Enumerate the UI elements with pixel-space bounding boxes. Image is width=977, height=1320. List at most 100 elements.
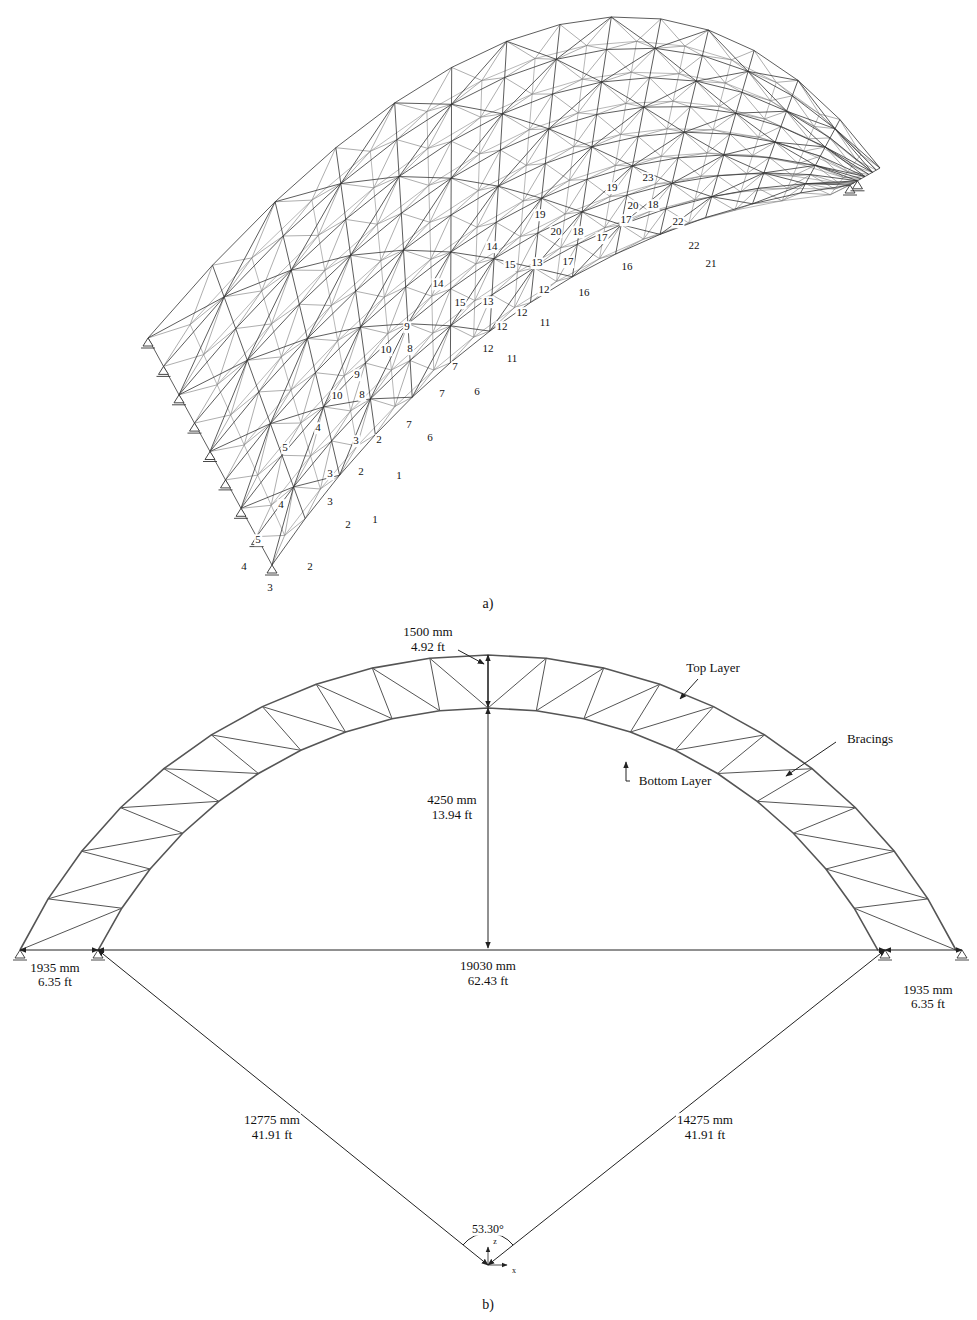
bracing-member (401, 213, 430, 222)
top-member (712, 176, 718, 197)
bracing-member (231, 392, 259, 415)
top-member (602, 50, 607, 83)
bracing-member (291, 235, 318, 270)
top-diagonal (399, 177, 451, 179)
member-group-number: 17 (620, 214, 633, 226)
top-member (259, 339, 308, 392)
top-member (696, 56, 702, 82)
top-member (672, 158, 678, 184)
member-group-number: 22 (688, 240, 701, 252)
bottom-member (281, 306, 331, 357)
bracing-member (430, 658, 488, 708)
top-member (210, 392, 259, 452)
bracing-member (451, 227, 477, 252)
bracing-member (452, 67, 482, 80)
top-diagonal (294, 407, 324, 487)
dimension-label: 62.43 ft (467, 974, 509, 988)
support-symbol (143, 338, 153, 346)
bracing-member (731, 51, 754, 60)
top-member (850, 183, 854, 185)
bracing-member (164, 355, 204, 367)
bracing-member (776, 80, 798, 82)
support-base (234, 518, 248, 519)
bottom-member (481, 94, 533, 117)
top-member (500, 129, 549, 150)
dimension-label: 6.35 ft (37, 975, 73, 989)
bracing-member (569, 147, 592, 180)
bracing-member (611, 17, 636, 41)
bracing-member (549, 113, 578, 129)
bracing-member (121, 808, 183, 834)
dimension-label: 1935 mm (29, 961, 80, 975)
top-diagonal (451, 259, 495, 326)
member-group-number: 5 (254, 534, 262, 546)
bracing-member (638, 137, 661, 157)
bracing-member (226, 475, 258, 480)
top-diagonal (798, 80, 835, 128)
support-symbol (957, 950, 967, 958)
bottom-member (565, 180, 569, 214)
bracing-member (283, 200, 312, 236)
bracing-member (241, 475, 258, 508)
top-member (858, 179, 862, 181)
bracing-member (236, 291, 262, 329)
member-group-number: 15 (454, 297, 467, 309)
top-diagonal (655, 30, 708, 48)
top-diagonal (592, 147, 633, 166)
dimension-label: Top Layer (685, 661, 741, 675)
bracing-member (450, 337, 473, 363)
top-diagonal (753, 184, 806, 204)
top-diagonal (224, 270, 291, 297)
bracing-member (684, 132, 707, 153)
bracing-member (545, 164, 569, 181)
top-member (164, 297, 225, 367)
bottom-member (574, 134, 621, 146)
top-member (270, 424, 282, 456)
bottom-member (747, 155, 753, 173)
top-member (236, 329, 248, 361)
member-group-number: 18 (647, 199, 660, 211)
member-group-number: 17 (562, 256, 575, 268)
bracing-member (164, 769, 259, 774)
support-symbol (174, 395, 184, 403)
bracing-member (48, 899, 122, 908)
top-member (835, 129, 876, 170)
top-member (336, 148, 341, 184)
bottom-member (311, 411, 351, 456)
support-base (878, 960, 892, 961)
bracing-member (500, 130, 529, 150)
top-member (597, 107, 644, 114)
top-member (505, 41, 507, 77)
top-diagonal (835, 129, 880, 168)
bracing-member (231, 360, 248, 415)
support-base (141, 348, 155, 349)
top-member (801, 184, 806, 193)
top-member (498, 150, 500, 186)
member-group-number: 6 (473, 386, 481, 398)
top-diagonal (210, 424, 270, 452)
top-member (678, 132, 684, 158)
bottom-member (621, 103, 626, 134)
top-diagonal (507, 41, 557, 59)
bracing-member (584, 684, 660, 718)
member-group-number: 10 (380, 344, 393, 356)
top-diagonal (408, 324, 451, 326)
top-member (655, 48, 702, 55)
bottom-member (381, 261, 385, 297)
top-member (582, 195, 627, 212)
bracing-member (451, 117, 480, 141)
top-member (236, 270, 292, 329)
bracing-member (655, 48, 679, 73)
member-group-number: 1 (395, 470, 403, 482)
bottom-member (231, 415, 245, 445)
top-member (706, 204, 753, 218)
top-member (336, 103, 395, 148)
top-member (706, 197, 712, 218)
bracing-member (556, 59, 582, 79)
bracing-member (262, 707, 345, 732)
top-member (650, 78, 697, 81)
top-member (496, 186, 498, 222)
top-member (572, 254, 615, 277)
bottom-member (318, 235, 324, 270)
